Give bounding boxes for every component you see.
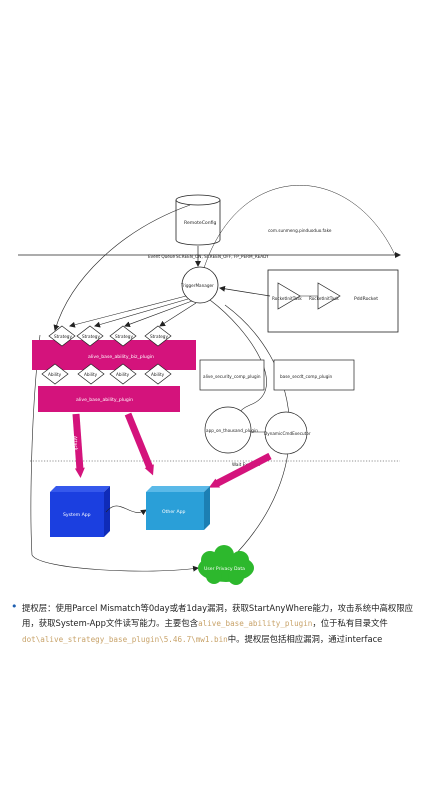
other-app-box: Other App [146, 486, 210, 530]
ability-node: Ability [77, 363, 105, 385]
event-queue-events: SCREEN_ON, SCREEN_OFF, FP_PERM_READY [176, 254, 269, 259]
base-secdt-comp-plugin: base_secdt_comp_plugin [273, 359, 355, 391]
alive-security-comp-plugin: alive_security_comp_plugin [199, 359, 265, 391]
svg-text:Strategy: Strategy [54, 334, 72, 339]
svg-text:RemoteConfig: RemoteConfig [184, 220, 217, 226]
svg-text:Attack: Attack [72, 436, 79, 451]
svg-text:Ability: Ability [151, 372, 165, 377]
bullet-line: 提权层：使用Parcel Mismatch等0day或者1day漏洞，获取Sta… [22, 603, 414, 613]
svg-text:DynamicCmdExecutor: DynamicCmdExecutor [264, 431, 311, 436]
bullet-marker: • [11, 600, 18, 613]
pdd-rocket-box: RocketInitTask RocketInitTask PddRocket [267, 269, 399, 333]
svg-text:Ability: Ability [116, 372, 130, 377]
svg-text:alive_security_comp_plugin: alive_security_comp_plugin [203, 374, 261, 379]
svg-text:User Privacy Data: User Privacy Data [204, 566, 245, 572]
inline-code: alive_base_ability_plugin [198, 618, 313, 628]
ability-node: Ability [144, 363, 172, 385]
svg-text:PddRocket: PddRocket [354, 296, 378, 302]
user-privacy-data-cloud: User Privacy Data [198, 545, 254, 585]
bullet-line: dot\alive_strategy_base_plugin\5.46.7\mw… [22, 633, 383, 644]
svg-text:Strategy: Strategy [115, 334, 133, 339]
svg-text:base_secdt_comp_plugin: base_secdt_comp_plugin [280, 374, 333, 379]
svg-text:app_on_thousand_plugin: app_on_thousand_plugin [206, 428, 258, 433]
dynamic-cmd-executor-node: DynamicCmdExecutor [264, 411, 311, 455]
bullet-paragraph: • 提权层：使用Parcel Mismatch等0day或者1day漏洞，获取S… [11, 600, 424, 647]
app-on-thousand-plugin-node: app_on_thousand_plugin [204, 406, 258, 454]
svg-text:Strategy: Strategy [82, 334, 100, 339]
alive-base-ability-biz-plugin [32, 340, 196, 370]
svg-text:alive_base_ability_biz_plugin: alive_base_ability_biz_plugin [88, 354, 154, 360]
package-name: com.sunmeng.pinduoduo.fake [268, 228, 332, 233]
svg-text:RocketInitTask: RocketInitTask [272, 296, 302, 301]
attack-arrow [72, 413, 85, 478]
attack-arrow [208, 452, 272, 488]
svg-text:Strategy: Strategy [150, 334, 168, 339]
bullet-line: 用，获取System-App文件读写能力。主要包含alive_base_abil… [22, 617, 388, 628]
trigger-manager-node: TriggerManager [180, 266, 219, 304]
strategy-node: Strategy [48, 325, 76, 347]
svg-text:Ability: Ability [84, 372, 98, 377]
strategy-node: Strategy [109, 325, 137, 347]
svg-text:Attack: Attack [127, 433, 138, 449]
event-queue-label: Event Queue [148, 254, 176, 259]
svg-text:RocketInitTask: RocketInitTask [309, 296, 339, 301]
strategy-node: Strategy [76, 325, 104, 347]
svg-text:Other App: Other App [162, 509, 186, 515]
strategy-node: Strategy [144, 325, 172, 347]
ability-node: Ability [109, 363, 137, 385]
attack-arrow [124, 412, 154, 476]
remote-config-cylinder: RemoteConfig [175, 194, 221, 246]
alive-base-ability-plugin [38, 386, 180, 412]
svg-text:alive_base_ability_plugin: alive_base_ability_plugin [76, 397, 133, 403]
svg-text:System App: System App [63, 512, 91, 518]
svg-text:Ability: Ability [48, 372, 62, 377]
system-app-box: System App [50, 486, 110, 537]
inline-code: dot\alive_strategy_base_plugin\5.46.7\mw… [22, 634, 228, 644]
svg-text:TriggerManager: TriggerManager [180, 283, 214, 288]
ability-node: Ability [41, 363, 69, 385]
